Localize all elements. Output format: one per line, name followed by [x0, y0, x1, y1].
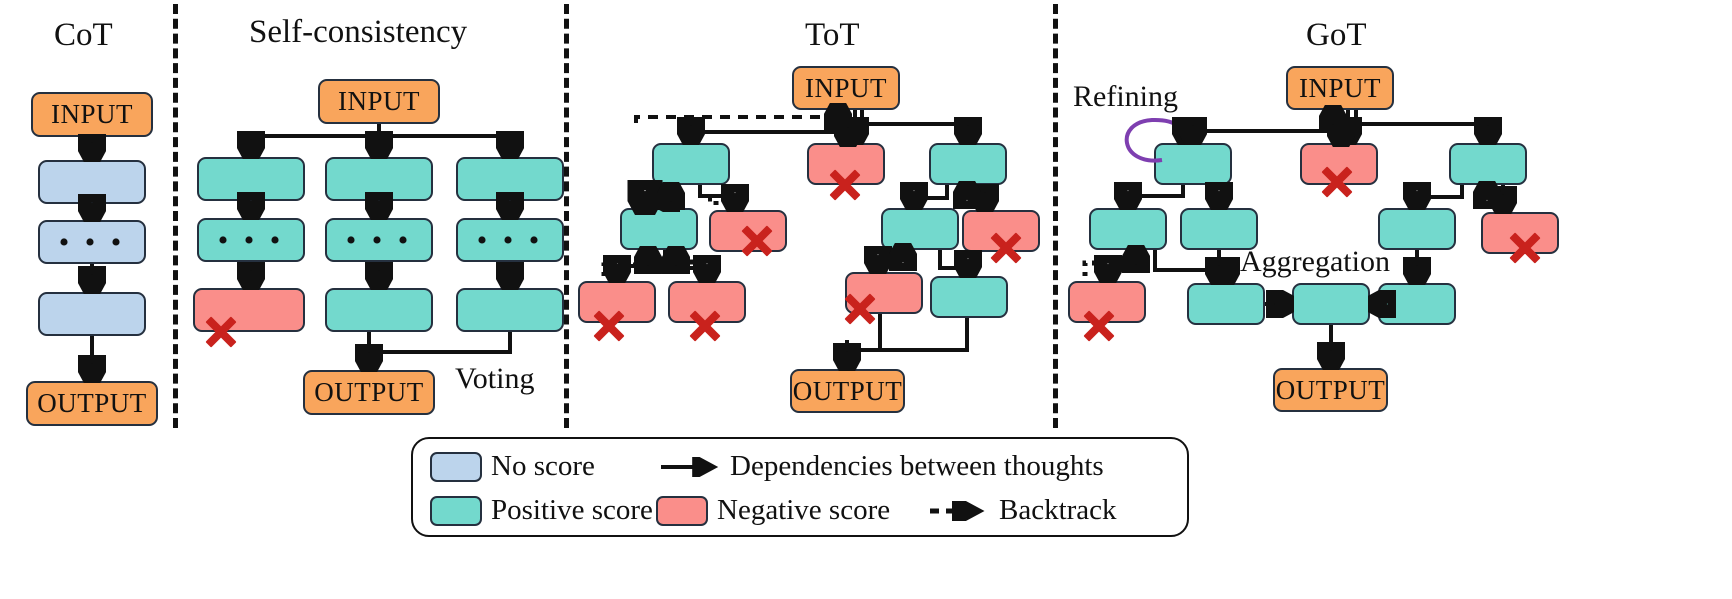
sc-chain1-x-icon	[204, 315, 238, 349]
sc-chain2-ellipsis[interactable]: • • •	[325, 218, 433, 262]
legend-row-positive-score: Positive score	[430, 494, 653, 527]
tot-left-l2-b-x-icon	[740, 224, 774, 258]
got-agg-left[interactable]	[1187, 283, 1265, 325]
cot-input[interactable]: INPUT	[31, 92, 153, 137]
cot-thought-3[interactable]	[38, 292, 146, 336]
cot-ellipsis-label: • • •	[58, 225, 126, 259]
tot-right-l3-a-x-icon	[843, 292, 877, 326]
separator-2	[564, 4, 569, 428]
legend-swatch-positive-score	[430, 495, 482, 526]
legend-swatch-no-score	[430, 451, 482, 482]
tot-mid-l1-x-icon	[828, 168, 862, 202]
cot-input-label: INPUT	[51, 99, 133, 129]
separator-3	[1053, 4, 1058, 428]
tot-right-l3-b[interactable]	[930, 276, 1008, 318]
got-agg-center[interactable]	[1292, 283, 1370, 325]
panel-title-self-consistency: Self-consistency	[249, 14, 468, 50]
sc-chain1-step1[interactable]	[197, 157, 305, 201]
got-right-l1[interactable]	[1449, 143, 1527, 185]
tot-output[interactable]: OUTPUT	[790, 369, 905, 413]
sc-chain3-final[interactable]	[456, 288, 564, 332]
sc-output[interactable]: OUTPUT	[303, 370, 435, 415]
sc-chain1-ellipsis[interactable]: • • •	[197, 218, 305, 262]
panel-title-tot: ToT	[805, 17, 860, 53]
tot-left-l1[interactable]	[652, 143, 730, 185]
separator-1	[173, 4, 178, 428]
tot-left-l3-b-x-icon	[688, 309, 722, 343]
legend-label-dependencies: Dependencies between thoughts	[730, 450, 1104, 482]
tot-right-l2-a[interactable]	[881, 208, 959, 250]
cot-thought-1[interactable]	[38, 160, 146, 204]
tot-left-l3-a-x-icon	[592, 309, 626, 343]
tot-right-l1[interactable]	[929, 143, 1007, 185]
legend-label-no-score: No score	[491, 450, 595, 482]
got-output[interactable]: OUTPUT	[1273, 368, 1388, 412]
sc-chain1-ellipsis-label: • • •	[217, 223, 285, 257]
got-mid-l1-x-icon	[1320, 165, 1354, 199]
sc-output-label: OUTPUT	[314, 377, 424, 407]
sc-chain2-final[interactable]	[325, 288, 433, 332]
legend-swatch-negative-score	[656, 495, 708, 526]
sc-chain3-ellipsis-label: • • •	[476, 223, 544, 257]
got-right-l2-b-x-icon	[1508, 231, 1542, 265]
legend-row-backtrack: Backtrack	[928, 493, 1117, 528]
panel-title-got: GoT	[1306, 17, 1367, 53]
sc-voting-annotation: Voting	[455, 362, 535, 395]
panel-title-cot: CoT	[54, 17, 113, 53]
sc-chain2-ellipsis-label: • • •	[345, 223, 413, 257]
tot-left-l2-a[interactable]	[620, 208, 698, 250]
got-left-l2-b[interactable]	[1180, 208, 1258, 250]
cot-output-label: OUTPUT	[37, 388, 147, 418]
legend-label-negative-score: Negative score	[717, 494, 891, 526]
sc-chain3-ellipsis[interactable]: • • •	[456, 218, 564, 262]
sc-chain3-step1[interactable]	[456, 157, 564, 201]
tot-output-label: OUTPUT	[792, 375, 903, 406]
got-aggregation-annotation: Aggregation	[1240, 245, 1390, 278]
got-left-l1[interactable]	[1154, 143, 1232, 185]
sc-chain2-step1[interactable]	[325, 157, 433, 201]
legend-box: No score Dependencies between thoughts P…	[411, 437, 1189, 537]
got-input-label: INPUT	[1299, 72, 1381, 103]
got-left-l2-a[interactable]	[1089, 208, 1167, 250]
sc-input[interactable]: INPUT	[318, 79, 440, 124]
legend-label-backtrack: Backtrack	[999, 494, 1117, 526]
tot-right-l2-b-x-icon	[989, 231, 1023, 265]
got-refining-annotation: Refining	[1073, 80, 1178, 113]
solid-arrow-icon	[659, 452, 721, 481]
cot-output[interactable]: OUTPUT	[26, 381, 158, 426]
got-input[interactable]: INPUT	[1286, 66, 1394, 110]
legend-label-positive-score: Positive score	[491, 494, 653, 526]
got-output-label: OUTPUT	[1275, 374, 1386, 405]
legend-row-dependencies: Dependencies between thoughts	[659, 450, 1104, 483]
legend-row-negative-score: Negative score	[656, 494, 890, 527]
sc-input-label: INPUT	[338, 86, 420, 116]
legend-row-no-score: No score	[430, 450, 595, 483]
got-left-l3-neg-x-icon	[1082, 309, 1116, 343]
tot-input-label: INPUT	[805, 72, 887, 103]
cot-thought-ellipsis[interactable]: • • •	[38, 220, 146, 264]
dashed-arrow-icon	[928, 493, 990, 528]
got-agg-right[interactable]	[1378, 283, 1456, 325]
tot-input[interactable]: INPUT	[792, 66, 900, 110]
got-right-l2-a[interactable]	[1378, 208, 1456, 250]
